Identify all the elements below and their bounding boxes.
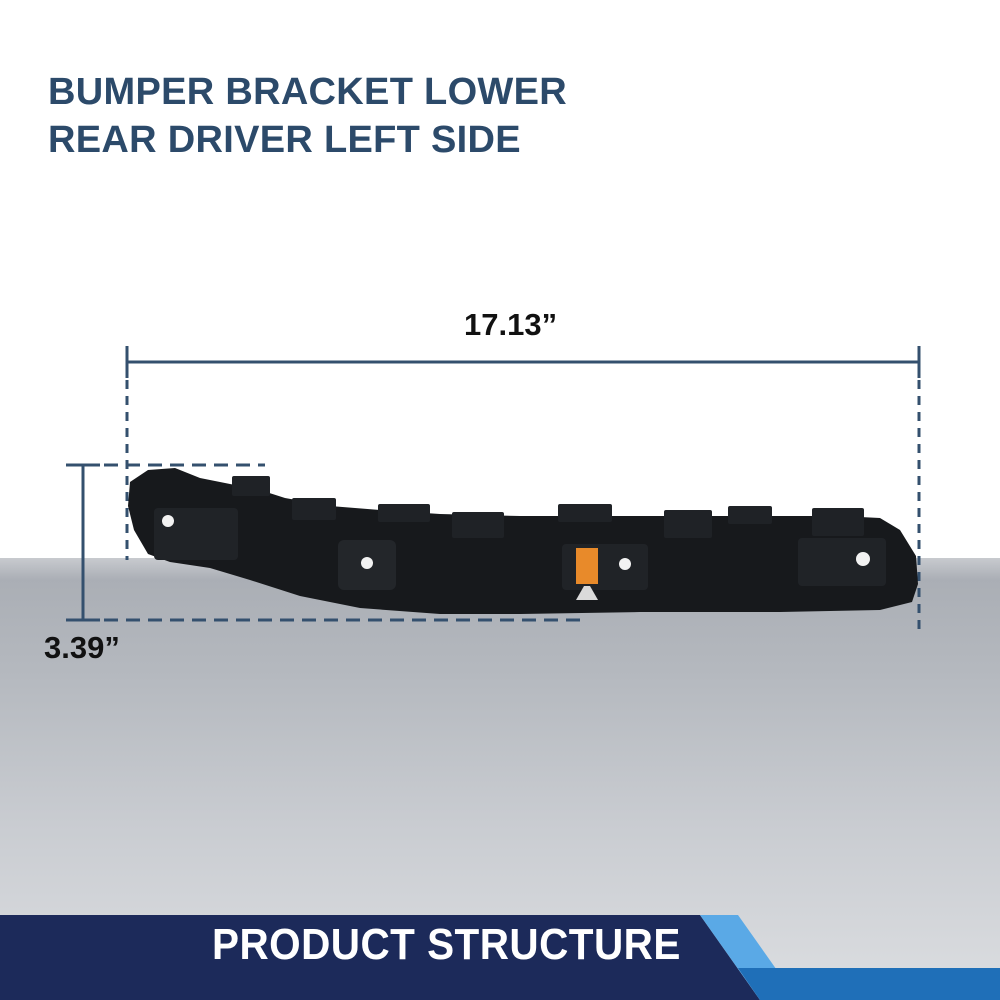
product-title: BUMPER BRACKET LOWER REAR DRIVER LEFT SI…: [48, 68, 567, 164]
width-dimension-label: 17.13”: [464, 307, 558, 342]
orange-tab: [576, 548, 598, 600]
title-line-2: REAR DRIVER LEFT SIDE: [48, 119, 521, 161]
title-line-1: BUMPER BRACKET LOWER: [48, 71, 567, 113]
bumper-bracket: [128, 468, 918, 614]
footer-band: [0, 915, 1000, 1000]
section-label: PRODUCT STRUCTURE: [212, 920, 681, 969]
height-dimension-line: [66, 463, 585, 622]
width-dimension-line: [125, 346, 921, 636]
height-dimension-label: 3.39”: [44, 630, 120, 665]
background-white: [0, 0, 1000, 560]
